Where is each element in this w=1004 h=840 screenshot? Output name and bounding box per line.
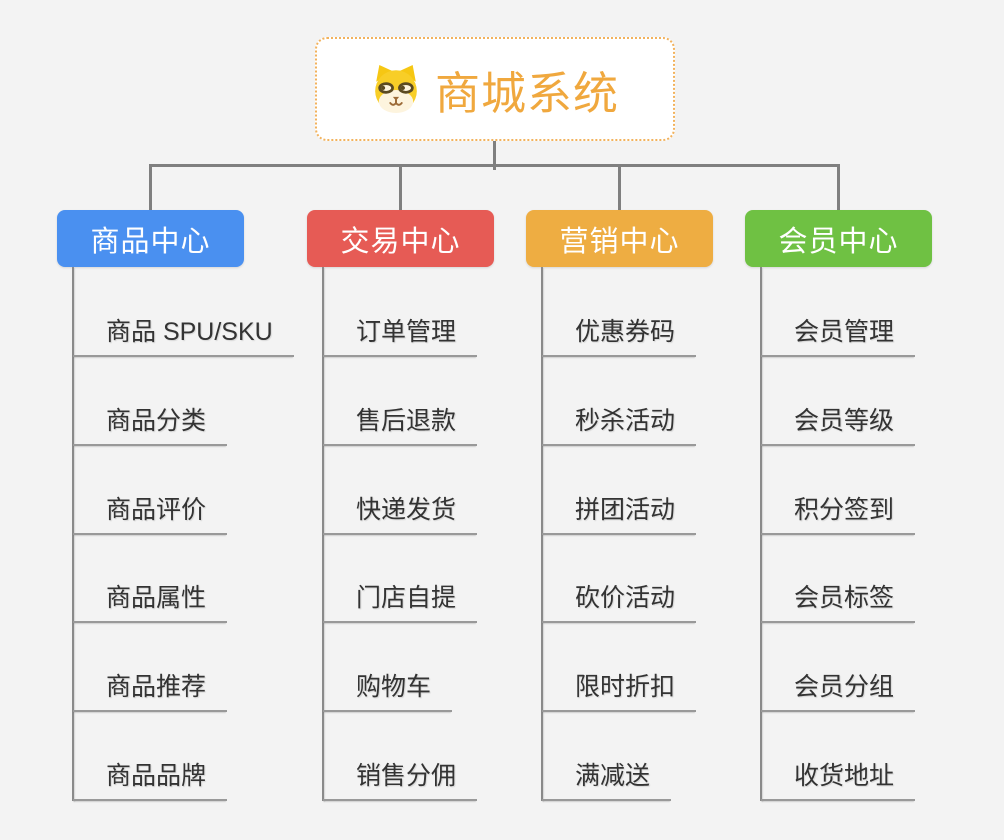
leaf-node[interactable]: 会员等级	[761, 404, 916, 446]
branch-node-marketing[interactable]: 营销中心	[526, 210, 713, 267]
leaf-node[interactable]: 商品 SPU/SKU	[73, 315, 294, 357]
leaf-node[interactable]: 销售分佣	[323, 759, 478, 801]
leaf-node[interactable]: 砍价活动	[542, 581, 697, 623]
root-node-mall-system[interactable]: 商城系统	[315, 37, 675, 141]
leaf-node[interactable]: 会员标签	[761, 581, 916, 623]
leaf-node[interactable]: 满减送	[542, 759, 672, 801]
branch-node-products[interactable]: 商品中心	[57, 210, 244, 267]
leaf-node[interactable]: 收货地址	[761, 759, 916, 801]
leaf-node[interactable]: 商品推荐	[73, 670, 228, 712]
leaf-node[interactable]: 会员分组	[761, 670, 916, 712]
leaf-node[interactable]: 限时折扣	[542, 670, 697, 712]
leaf-node[interactable]: 积分签到	[761, 493, 916, 535]
connector-drop-products	[149, 164, 152, 210]
leaf-node[interactable]: 商品分类	[73, 404, 228, 446]
leaf-node[interactable]: 拼团活动	[542, 493, 697, 535]
connector-root-stub	[493, 141, 496, 170]
leaf-node[interactable]: 优惠券码	[542, 315, 697, 357]
connector-drop-marketing	[618, 164, 621, 210]
leaf-node[interactable]: 商品评价	[73, 493, 228, 535]
branch-node-trade[interactable]: 交易中心	[307, 210, 494, 267]
connector-drop-member	[837, 164, 840, 210]
shiba-dog-icon	[375, 65, 417, 113]
leaf-node[interactable]: 购物车	[323, 670, 453, 712]
branch-node-member[interactable]: 会员中心	[745, 210, 932, 267]
leaf-node[interactable]: 订单管理	[323, 315, 478, 357]
leaf-node[interactable]: 快递发货	[323, 493, 478, 535]
leaf-node[interactable]: 商品品牌	[73, 759, 228, 801]
leaf-node[interactable]: 售后退款	[323, 404, 478, 446]
connector-horizontal-bar	[149, 164, 840, 167]
connector-drop-trade	[399, 164, 402, 210]
leaf-node[interactable]: 会员管理	[761, 315, 916, 357]
root-title: 商城系统	[434, 67, 619, 119]
leaf-node[interactable]: 秒杀活动	[542, 404, 697, 446]
leaf-node[interactable]: 商品属性	[73, 581, 228, 623]
leaf-node[interactable]: 门店自提	[323, 581, 478, 623]
